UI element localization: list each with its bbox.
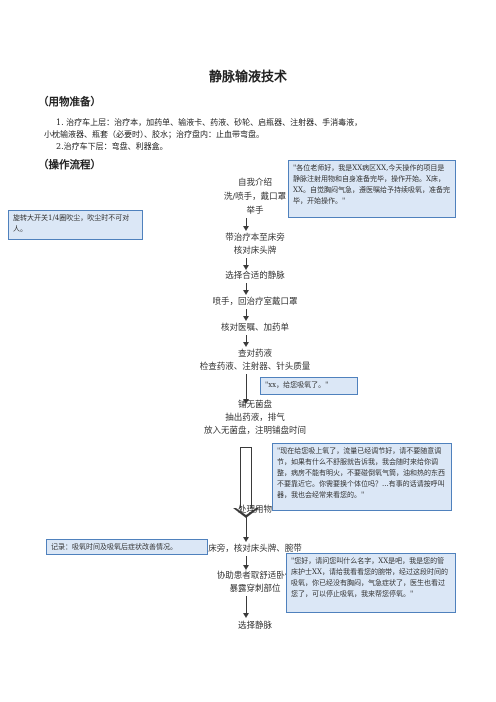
page-title: 静脉输液技术: [208, 70, 287, 85]
step-sterile-tray: 铺无菌盘: [237, 400, 272, 410]
connector-7: [246, 517, 247, 538]
arrow-2: [243, 265, 249, 270]
connector-5: [246, 335, 247, 343]
step-self-intro: 自我介绍: [237, 178, 272, 188]
arrow-1: [243, 226, 249, 231]
step-check-bed-card: 核对床头牌: [233, 246, 277, 256]
step-position-patient: 协助患者取舒适卧位: [216, 571, 294, 581]
step-spray-hands-mask: 喷手，回治疗室戴口罩: [212, 297, 298, 307]
connector-3: [246, 283, 247, 291]
note-valve-tip: 旋转大开关1/4圈吹尘，吹尘时不可对人。: [8, 210, 143, 240]
connector-2: [246, 258, 247, 266]
arrow-9: [243, 613, 249, 618]
arrow-5: [243, 342, 249, 347]
section-heading-flow: （操作流程）: [38, 159, 101, 171]
note-greeting: "xx，给您吸氧了。": [260, 377, 358, 395]
big-arrow-shaft: [240, 447, 252, 509]
step-check-orders: 核对医嘱、加药单: [220, 323, 289, 333]
note-identify: "您好，请问您叫什么名字，XX是吧，我是您的管床护士XX，请给我看看您的腕带，经…: [286, 553, 456, 613]
step-expose-site: 暴露穿刺部位: [229, 584, 281, 594]
arrow-3: [243, 290, 249, 295]
prep-item-2: 2.治疗车下层：弯盘、利器盒。: [56, 142, 168, 151]
step-draw-drug: 抽出药液，排气: [225, 413, 285, 423]
step-raise-hand: 举手: [246, 206, 264, 216]
prep-item-1: 1. 治疗车上层：治疗本，加药单、输液卡、药液、砂轮、启瓶器、注射器、手消毒液，: [56, 118, 363, 127]
connector-9: [246, 596, 247, 614]
connector-4: [246, 309, 247, 317]
arrow-7: [243, 537, 249, 542]
connector-8: [246, 556, 247, 566]
step-bedside-check: 床旁，核对床头牌、腕带: [208, 544, 302, 554]
connector-6: [246, 374, 247, 400]
arrow-8: [243, 565, 249, 570]
note-record: 记录：吸氧时间及吸氧后症状改善情况。: [46, 539, 208, 555]
arrow-6: [243, 399, 249, 404]
note-instructions: "现在给您吸上氧了，流量已经调节好，请不要随意调节，如果有什么不舒服就告诉我，我…: [272, 443, 452, 511]
step-check-quality: 检查药液、注射器、针头质量: [199, 362, 311, 372]
arrow-4: [243, 316, 249, 321]
prep-item-1-cont: 小枕输液器、瓶套（必要时）、胶水；治疗盘内：止血带弯盘。: [44, 130, 264, 139]
step-place-tray: 放入无菌盘，注明铺盘时间: [203, 426, 306, 436]
step-to-bedside: 带治疗本至床旁: [225, 233, 285, 243]
step-select-vein: 选择合适的静脉: [225, 271, 285, 281]
connector-1: [246, 218, 247, 227]
step-choose-vein: 选择静脉: [237, 621, 272, 631]
step-verify-drug: 查对药液: [237, 349, 272, 359]
note-intro-speech: "各位老师好，我是XX病区XX,今天操作的项目是静脉注射用物和自身准备完毕，操作…: [288, 160, 456, 218]
step-wash-hands: 洗/喷手，戴口罩: [223, 192, 287, 202]
section-heading-prep: （用物准备）: [38, 96, 101, 108]
step-dispose-items: 处理用物: [237, 505, 272, 515]
